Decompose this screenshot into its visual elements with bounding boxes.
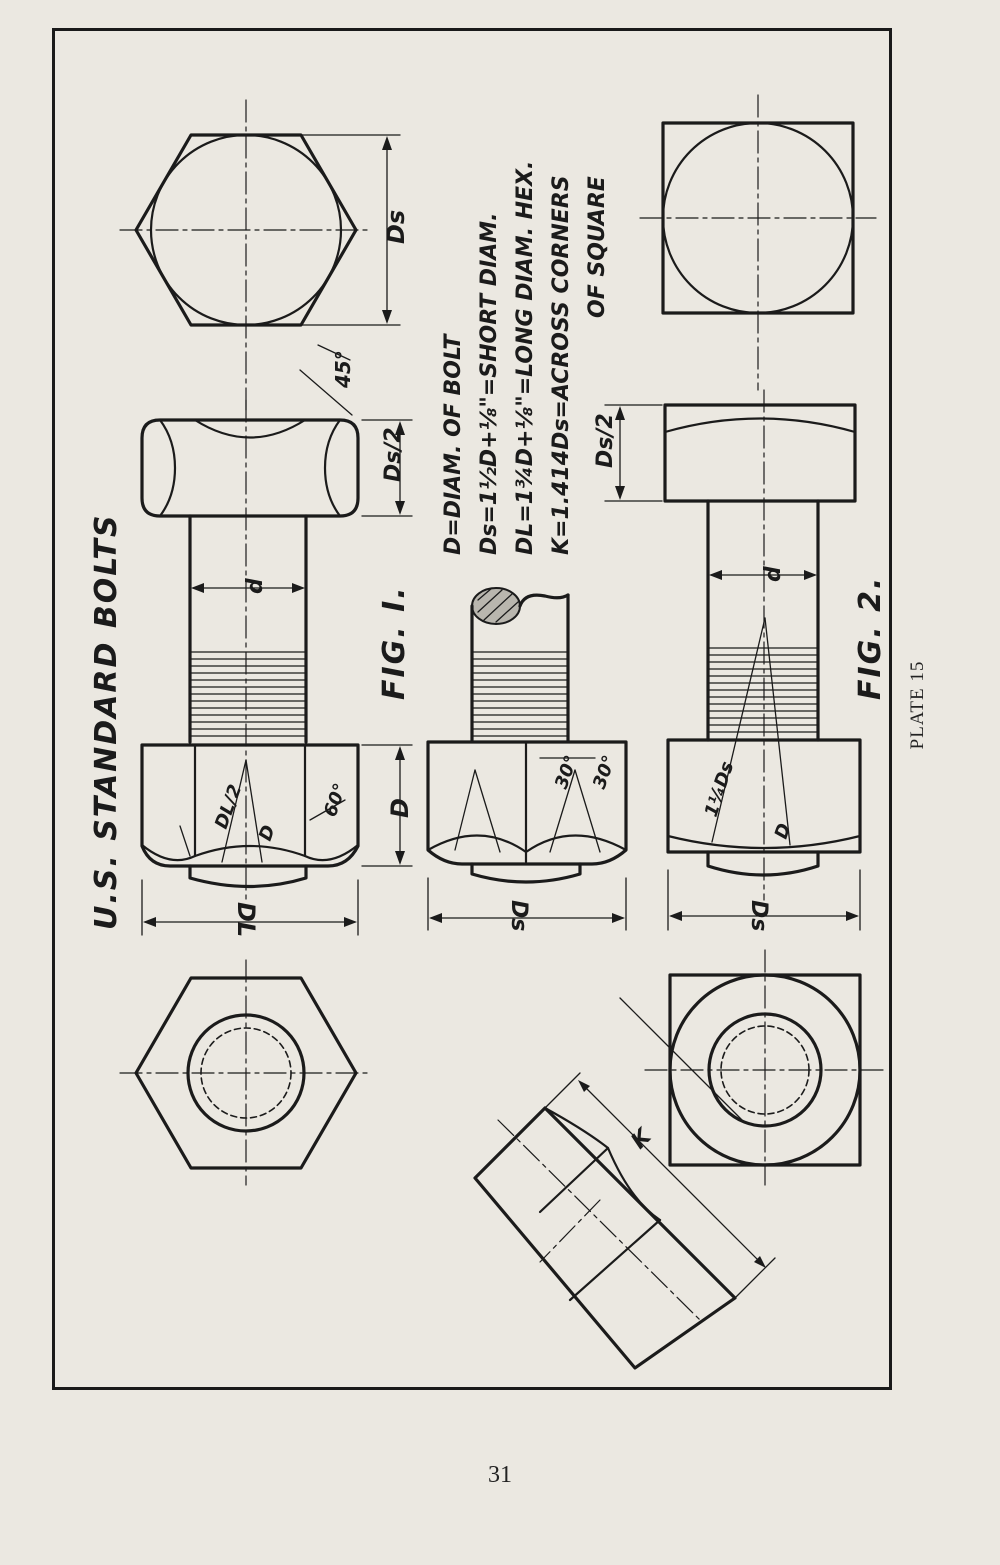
middle-bolt-section <box>426 587 628 931</box>
plate-label: PLATE 15 <box>907 660 928 750</box>
dim-shank-d-fig1: d <box>243 578 268 594</box>
dim-ds-half-fig2: Ds/2 <box>593 413 618 468</box>
fig2-threads <box>707 647 819 733</box>
formula-line-5: OF SQUARE <box>585 176 610 318</box>
formula-line-2: Ds=1½D+⅛"=SHORT DIAM. <box>477 212 502 555</box>
dim-ds-top: Ds <box>382 210 410 244</box>
formula-line-4: K=1.414Ds=ACROSS CORNERS <box>549 175 574 555</box>
dim-dl-half: DL/2 <box>211 782 246 832</box>
middle-threads <box>471 651 569 737</box>
dim-one-quarter-ds: 1¼Ds <box>701 759 739 820</box>
dim-ds-middle: Ds <box>506 900 531 931</box>
angle-60-label: 60° <box>320 781 351 820</box>
formula-line-3: DL=1¾D+⅛"=LONG DIAM. HEX. <box>513 161 538 555</box>
fig2-bolt-side-view <box>604 389 862 931</box>
fig1-bolt-side-view <box>140 399 413 936</box>
dim-ds-fig2: Ds <box>746 900 771 931</box>
dim-ds-half-fig1: Ds/2 <box>381 427 406 482</box>
formula-block: D=DIAM. OF BOLT Ds=1½D+⅛"=SHORT DIAM. DL… <box>441 161 610 555</box>
plate-frame <box>52 28 892 1390</box>
dim-k: K <box>627 1123 658 1154</box>
fig2-label: FIG. 2. <box>853 576 888 700</box>
angle-45-callout <box>299 344 353 416</box>
dim-shank-d-fig2: d <box>761 566 786 582</box>
oblique-square-view <box>473 997 776 1370</box>
fig1-bottom-hex-view <box>119 959 373 1186</box>
dim-nut-radius-d-fig2: D <box>771 821 796 842</box>
page-number: 31 <box>488 1462 512 1488</box>
angle-45-label: 45° <box>331 350 355 389</box>
dim-nut-d: D <box>386 798 414 818</box>
formula-line-1: D=DIAM. OF BOLT <box>441 333 466 555</box>
plate-title: U.S. STANDARD BOLTS <box>89 514 124 930</box>
fig1-top-hex-view <box>119 99 401 411</box>
dim-nut-radius-d: D <box>255 822 280 843</box>
fig2-top-square-view <box>639 94 877 391</box>
fig2-bottom-square-view <box>644 949 886 1186</box>
fig1-label: FIG. I. <box>377 585 412 700</box>
fig1-threads <box>189 651 307 737</box>
dim-dl-fig1: DL <box>232 902 260 937</box>
